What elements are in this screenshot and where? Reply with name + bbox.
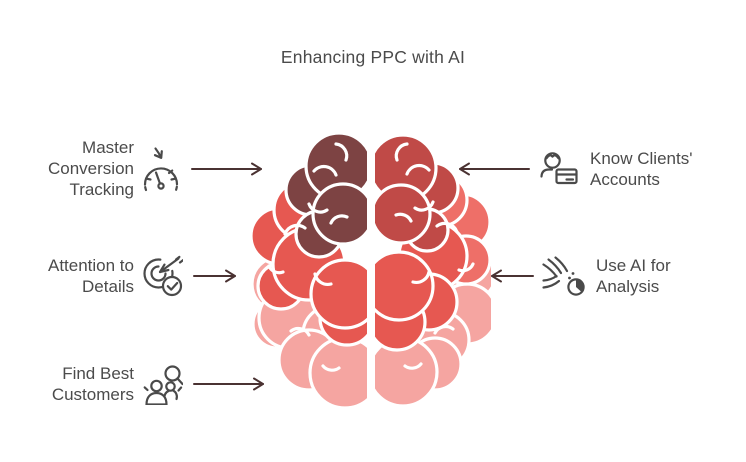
ai-analysis-icon: [542, 256, 586, 296]
feature-use-ai-for-analysis: Use AI for Analysis: [488, 255, 696, 297]
feature-label: Find Best Customers: [51, 364, 134, 404]
arrow-right-icon: [193, 377, 264, 391]
brain-right-hemisphere: [375, 133, 491, 408]
brain-illustration: [251, 131, 491, 410]
arrow-right-icon: [193, 269, 236, 283]
feature-attention-to-details: Attention to Details: [22, 255, 239, 297]
feature-master-conversion-tracking: Master Conversion Tracking: [22, 137, 265, 200]
feature-label: Use AI for Analysis: [596, 256, 671, 296]
arrow-left-icon: [491, 269, 534, 283]
speedometer-icon: [141, 146, 181, 192]
client-account-icon: [538, 150, 580, 188]
page-title: Enhancing PPC with AI: [280, 47, 466, 67]
feature-label: Know Clients' Accounts: [590, 149, 693, 189]
arrow-left-icon: [459, 162, 530, 176]
target-check-icon: [141, 255, 183, 297]
feature-find-best-customers: Find Best Customers: [22, 363, 267, 405]
find-customers-icon: [141, 363, 183, 405]
feature-label: Attention to Details: [47, 256, 134, 296]
feature-label: Master Conversion Tracking: [48, 138, 134, 199]
arrow-right-icon: [191, 162, 262, 175]
feature-know-clients-accounts: Know Clients' Accounts: [456, 148, 722, 190]
brain-left-hemisphere: [251, 131, 367, 410]
